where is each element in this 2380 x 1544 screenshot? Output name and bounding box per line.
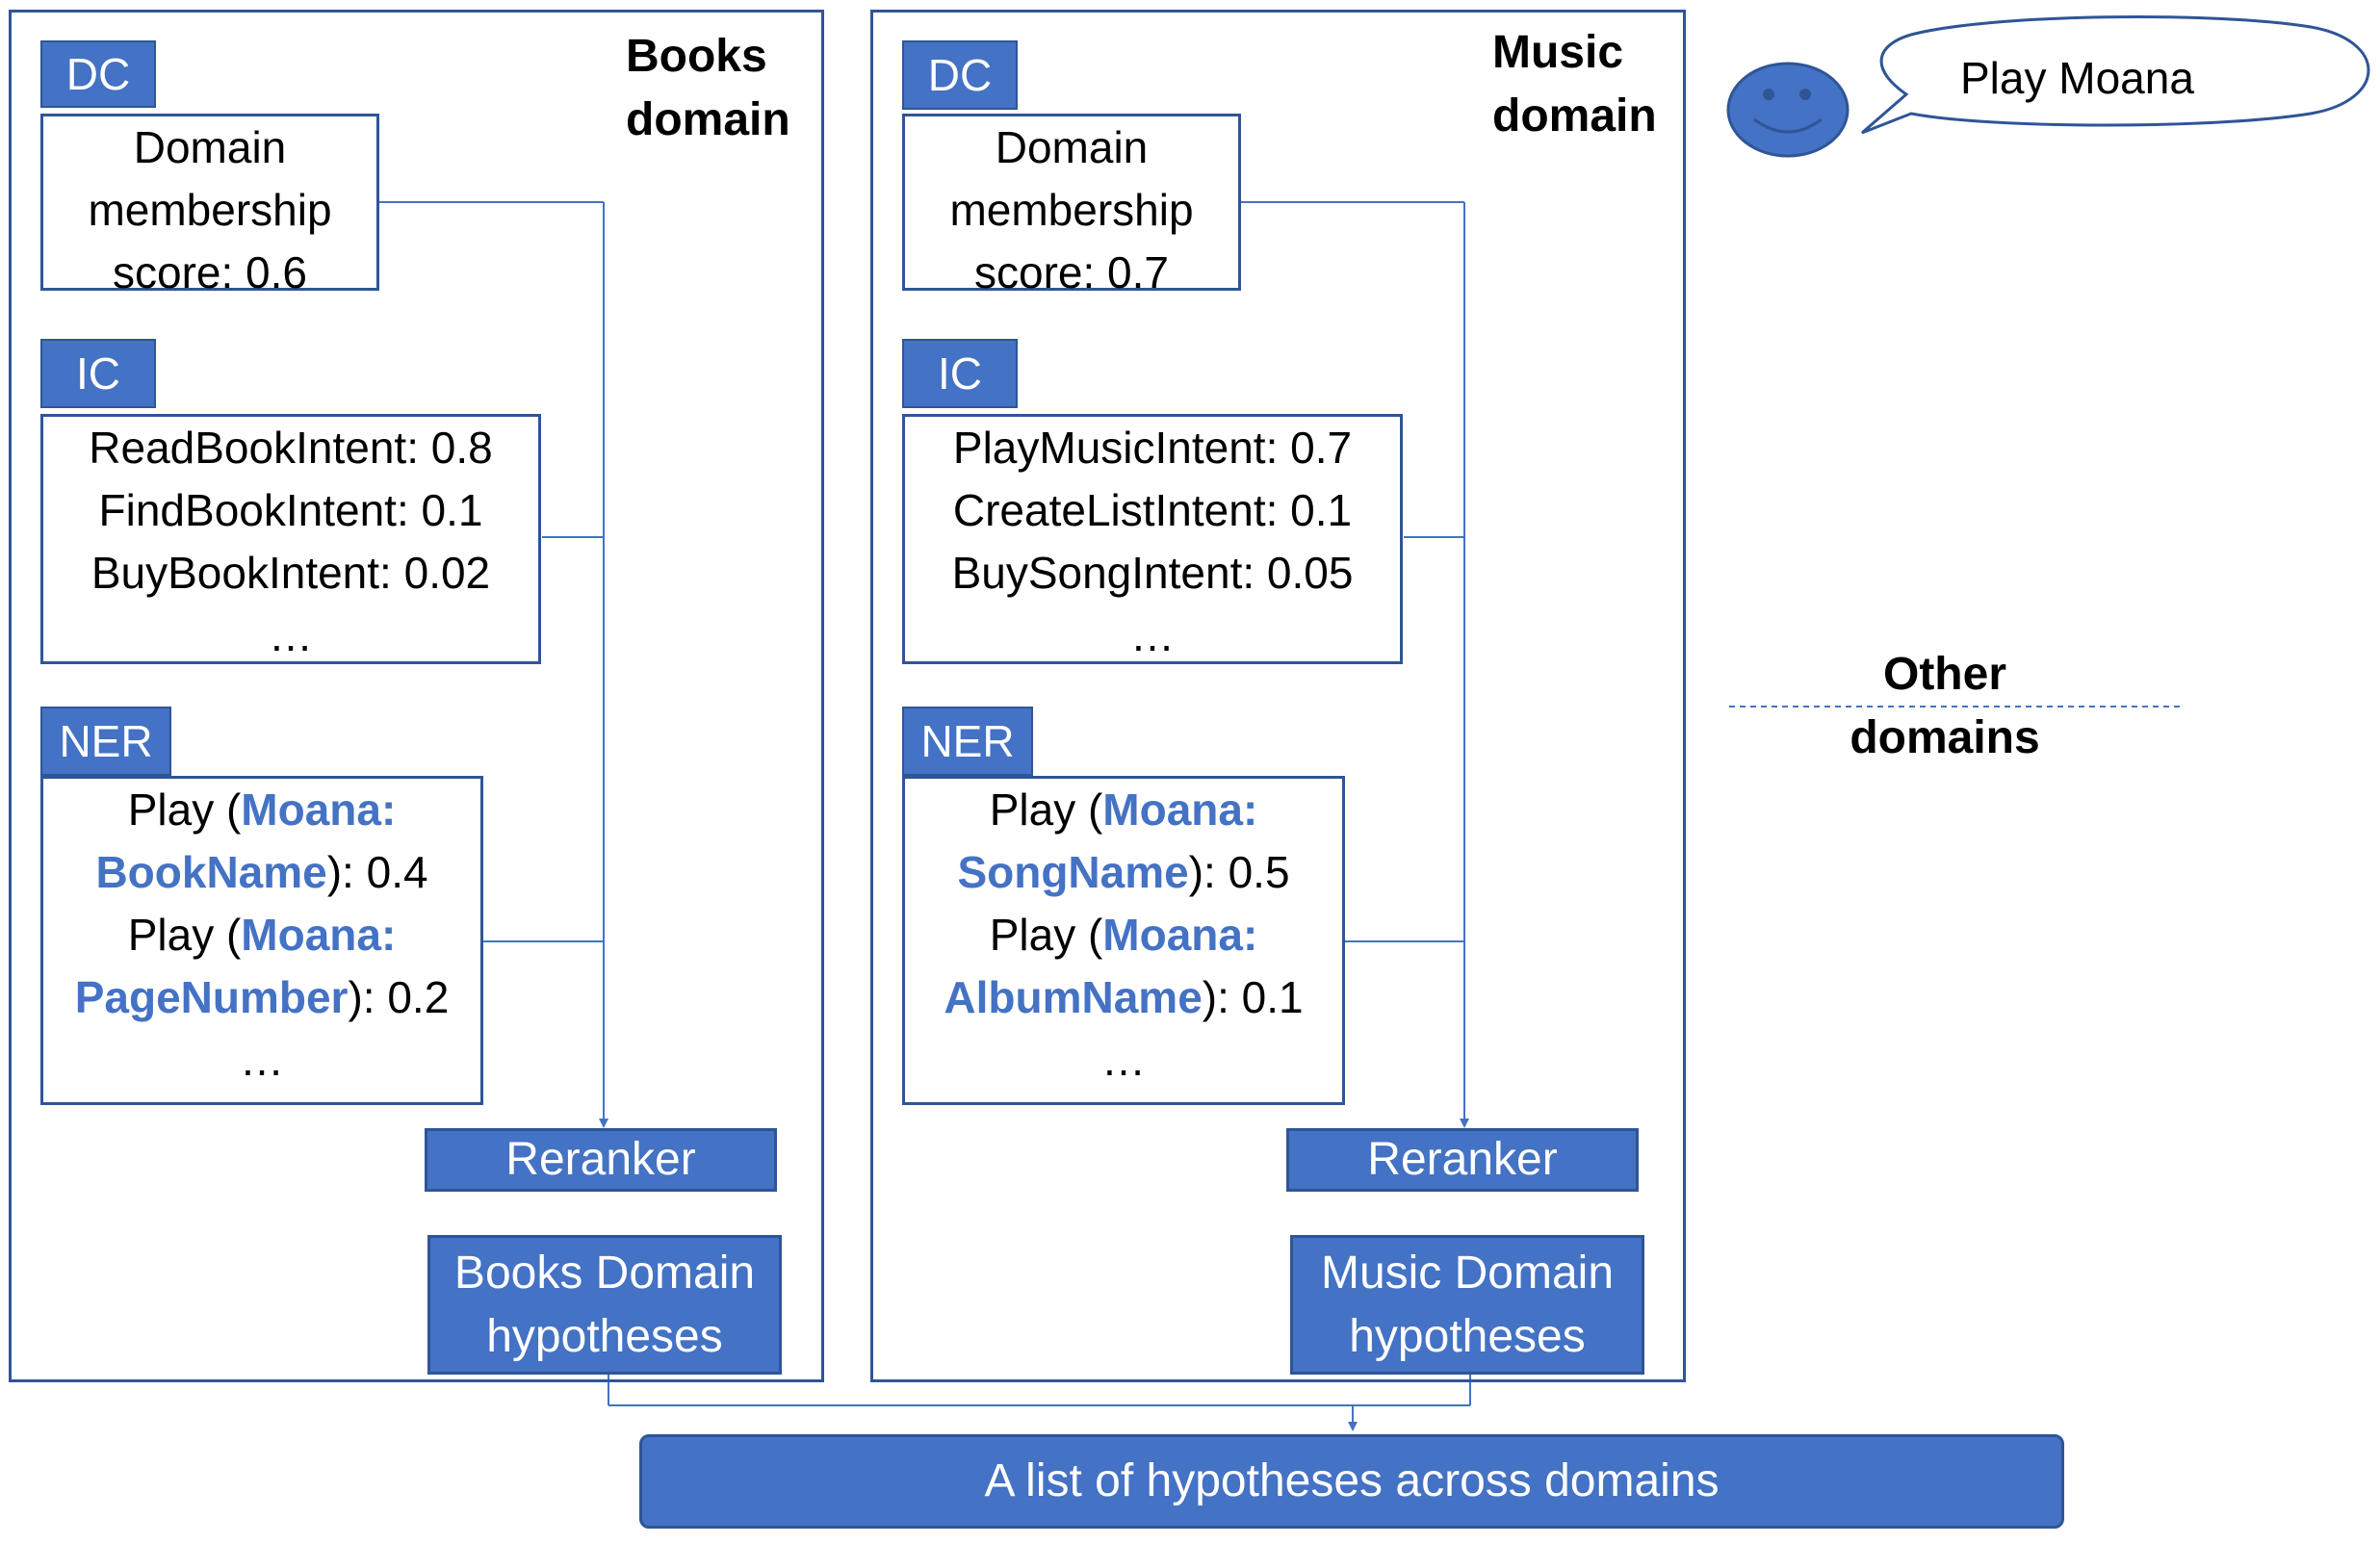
books-ner-tag: NER	[40, 707, 171, 776]
music-ic-tag: IC	[902, 339, 1018, 408]
books-ic-box: ReadBookIntent: 0.8 FindBookIntent: 0.1 …	[40, 414, 541, 664]
books-reranker: Reranker	[425, 1128, 777, 1192]
music-dc-box: Domain membership score: 0.7	[902, 114, 1241, 297]
books-ner-hypothesis-2-line-1: Play (Moana:	[127, 910, 397, 960]
music-domain-title: Music domain	[1492, 27, 1657, 142]
music-reranker: Reranker	[1286, 1128, 1639, 1192]
books-ner-hypothesis-1-line-2: BookName): 0.4	[95, 847, 428, 897]
music-ic-box: PlayMusicIntent: 0.7 CreateListIntent: 0…	[902, 414, 1403, 664]
books-dc-box: Domain membership score: 0.6	[40, 114, 379, 297]
books-domain-hypotheses: Books Domain hypotheses	[427, 1235, 782, 1375]
music-ner-box: Play (Moana: SongName): 0.5 Play (Moana:…	[902, 776, 1345, 1105]
user-smiley-icon	[1726, 62, 1850, 158]
merge-wires	[608, 1375, 1471, 1431]
music-ner-tag: NER	[902, 707, 1033, 776]
music-ner-hypothesis-1-line-2: SongName): 0.5	[957, 847, 1290, 897]
books-ic-tag: IC	[40, 339, 156, 408]
books-ner-hypothesis-2-line-2: PageNumber): 0.2	[74, 972, 450, 1022]
books-wires	[378, 201, 608, 1128]
books-ner-hypothesis-1-line-1: Play (Moana:	[127, 785, 397, 835]
music-domain-panel	[870, 10, 1686, 1382]
books-dc-tag: DC	[40, 40, 156, 108]
other-domains-label: Other domains	[1850, 649, 2040, 763]
books-ner-box: Play (Moana: BookName): 0.4 Play (Moana:…	[40, 776, 483, 1105]
books-domain-panel	[9, 10, 824, 1382]
music-domain-hypotheses: Music Domain hypotheses	[1290, 1235, 1644, 1375]
music-ner-hypothesis-2-line-2: AlbumName): 0.1	[944, 972, 1304, 1022]
music-ner-hypothesis-1-line-1: Play (Moana:	[989, 785, 1258, 835]
user-utterance: Play Moana	[1960, 53, 2194, 103]
cross-domain-hypotheses-list: A list of hypotheses across domains	[639, 1434, 2064, 1529]
music-wires	[1241, 201, 1469, 1128]
music-ner-hypothesis-2-line-1: Play (Moana:	[989, 910, 1258, 960]
books-domain-title: Books domain	[626, 31, 790, 145]
speech-bubble-icon	[1861, 15, 2370, 135]
music-dc-tag: DC	[902, 40, 1018, 110]
